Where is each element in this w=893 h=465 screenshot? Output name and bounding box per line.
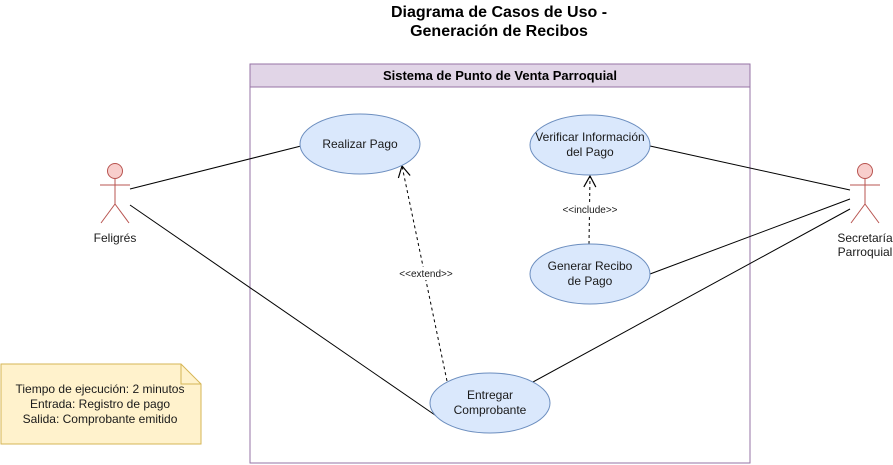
diagram-title-line-2: Generación de Recibos — [410, 23, 588, 40]
actor-stick-figure-icon — [850, 163, 880, 224]
assoc-secretaria-verificar — [649, 145, 851, 191]
note-fold — [180, 364, 201, 385]
actor-label-line-1: Secretaría — [837, 231, 893, 245]
assoc-secretaria-entregar — [532, 208, 851, 383]
include-label: <<include>> — [562, 205, 617, 216]
system-title: Sistema de Punto de Venta Parroquial — [383, 68, 617, 83]
use-case-verificar-informacion[interactable]: Verificar Información del Pago — [529, 114, 651, 176]
actor-stick-figure-icon — [100, 163, 130, 224]
note-line-2: Entrada: Registro de pago — [30, 397, 170, 411]
actor-feligres[interactable]: Feligrés — [94, 163, 137, 246]
use-case-realizar-pago[interactable]: Realizar Pago — [299, 113, 421, 175]
use-case-label-line-1: Generar Recibo — [548, 259, 633, 273]
use-case-label-line-1: Entregar — [467, 388, 513, 402]
use-case-ellipse[interactable] — [529, 114, 651, 176]
note-line-1: Tiempo de ejecución: 2 minutos — [16, 382, 185, 396]
extend-label-bg — [396, 267, 458, 280]
associations — [129, 145, 851, 425]
actor-secretaria-parroquial[interactable]: Secretaría Parroquial — [837, 163, 893, 260]
extend-label: <<extend>> — [399, 269, 453, 280]
use-case-entregar-comprobante[interactable]: Entregar Comprobante — [429, 372, 551, 434]
use-case-label-line-2: del Pago — [566, 145, 614, 159]
use-case-label-line-1: Verificar Información — [535, 130, 644, 144]
assoc-secretaria-generar — [649, 198, 851, 275]
use-case-ellipse[interactable] — [299, 113, 421, 175]
assoc-feligres-entregar-comprobante — [129, 204, 449, 425]
use-case-label-line-2: de Pago — [568, 274, 613, 288]
note: Tiempo de ejecución: 2 minutos Entrada: … — [0, 363, 202, 445]
actor-label-line-2: Parroquial — [838, 245, 893, 259]
diagram-title-line-1: Diagrama de Casos de Uso - — [391, 4, 607, 21]
use-case-ellipse[interactable] — [429, 372, 551, 434]
note-line-3: Salida: Comprobante emitido — [23, 412, 178, 426]
use-case-ellipse[interactable] — [529, 243, 651, 305]
note-body — [0, 363, 202, 445]
dependencies: <<include>> <<extend>> — [396, 164, 622, 382]
system-header — [249, 63, 751, 88]
actor-label: Feligrés — [94, 231, 137, 245]
include-arrow — [583, 174, 597, 245]
use-case-label-line-2: Comprobante — [454, 403, 527, 417]
use-case-generar-recibo[interactable]: Generar Recibo de Pago — [529, 243, 651, 305]
use-case-label: Realizar Pago — [322, 137, 398, 151]
assoc-feligres-realizar-pago — [129, 145, 302, 190]
include-label-bg — [560, 203, 622, 216]
